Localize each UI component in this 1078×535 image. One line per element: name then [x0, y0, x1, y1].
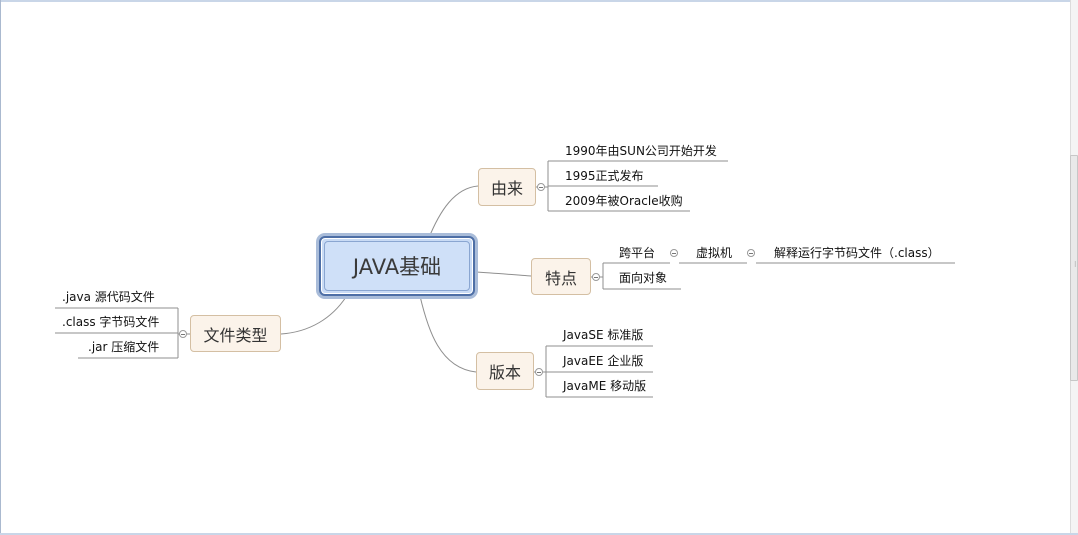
collapse-features-icon[interactable] [592, 273, 600, 281]
topic-origin-label: 由来 [490, 179, 523, 198]
window-bottom-border [0, 533, 1078, 535]
connector-root-features [474, 271, 532, 277]
origin-item-2009[interactable]: 2009年被Oracle收购 [565, 194, 683, 208]
version-ee[interactable]: JavaEE 企业版 [563, 354, 644, 368]
feature-oop[interactable]: 面向对象 [619, 271, 668, 285]
root-topic[interactable]: JAVA基础 [319, 236, 475, 296]
feature-cross-platform[interactable]: 跨平台 [619, 246, 656, 260]
vertical-scrollbar[interactable]: ··· [1070, 0, 1078, 533]
connector-root-filetypes [280, 296, 347, 335]
collapse-file-types-icon[interactable] [179, 330, 187, 338]
origin-item-1995[interactable]: 1995正式发布 [565, 169, 644, 183]
version-me[interactable]: JavaME 移动版 [563, 379, 647, 393]
feature-vm[interactable]: 虚拟机 [696, 246, 733, 260]
connector-root-versions [419, 295, 477, 373]
file-type-java[interactable]: .java 源代码文件 [62, 290, 155, 304]
window-left-border [0, 0, 1, 535]
collapse-vm-icon[interactable] [747, 249, 755, 257]
root-topic-inner [324, 241, 470, 291]
topic-versions-label: 版本 [488, 363, 521, 382]
feature-vm-detail[interactable]: 解释运行字节码文件（.class） [774, 246, 940, 260]
topic-features[interactable]: 特点 [531, 258, 591, 295]
topic-features-label: 特点 [544, 268, 577, 288]
version-se[interactable]: JavaSE 标准版 [563, 328, 644, 342]
connector-root-origin [427, 185, 479, 241]
topic-origin[interactable]: 由来 [478, 168, 536, 206]
origin-item-1990[interactable]: 1990年由SUN公司开始开发 [565, 144, 717, 158]
topic-file-types[interactable]: 文件类型 [190, 315, 281, 352]
collapse-cross-platform-icon[interactable] [670, 249, 678, 257]
file-type-class[interactable]: .class 字节码文件 [62, 315, 160, 329]
collapse-origin-icon[interactable] [537, 183, 545, 191]
topic-file-types-label: 文件类型 [203, 325, 268, 345]
scrollbar-grip-icon: ··· [1074, 258, 1077, 271]
topic-versions[interactable]: 版本 [476, 352, 534, 390]
window-top-border [0, 0, 1078, 2]
root-topic-label: JAVA基础 [352, 255, 442, 279]
file-type-jar[interactable]: .jar 压缩文件 [88, 340, 160, 354]
collapse-versions-icon[interactable] [535, 368, 543, 376]
